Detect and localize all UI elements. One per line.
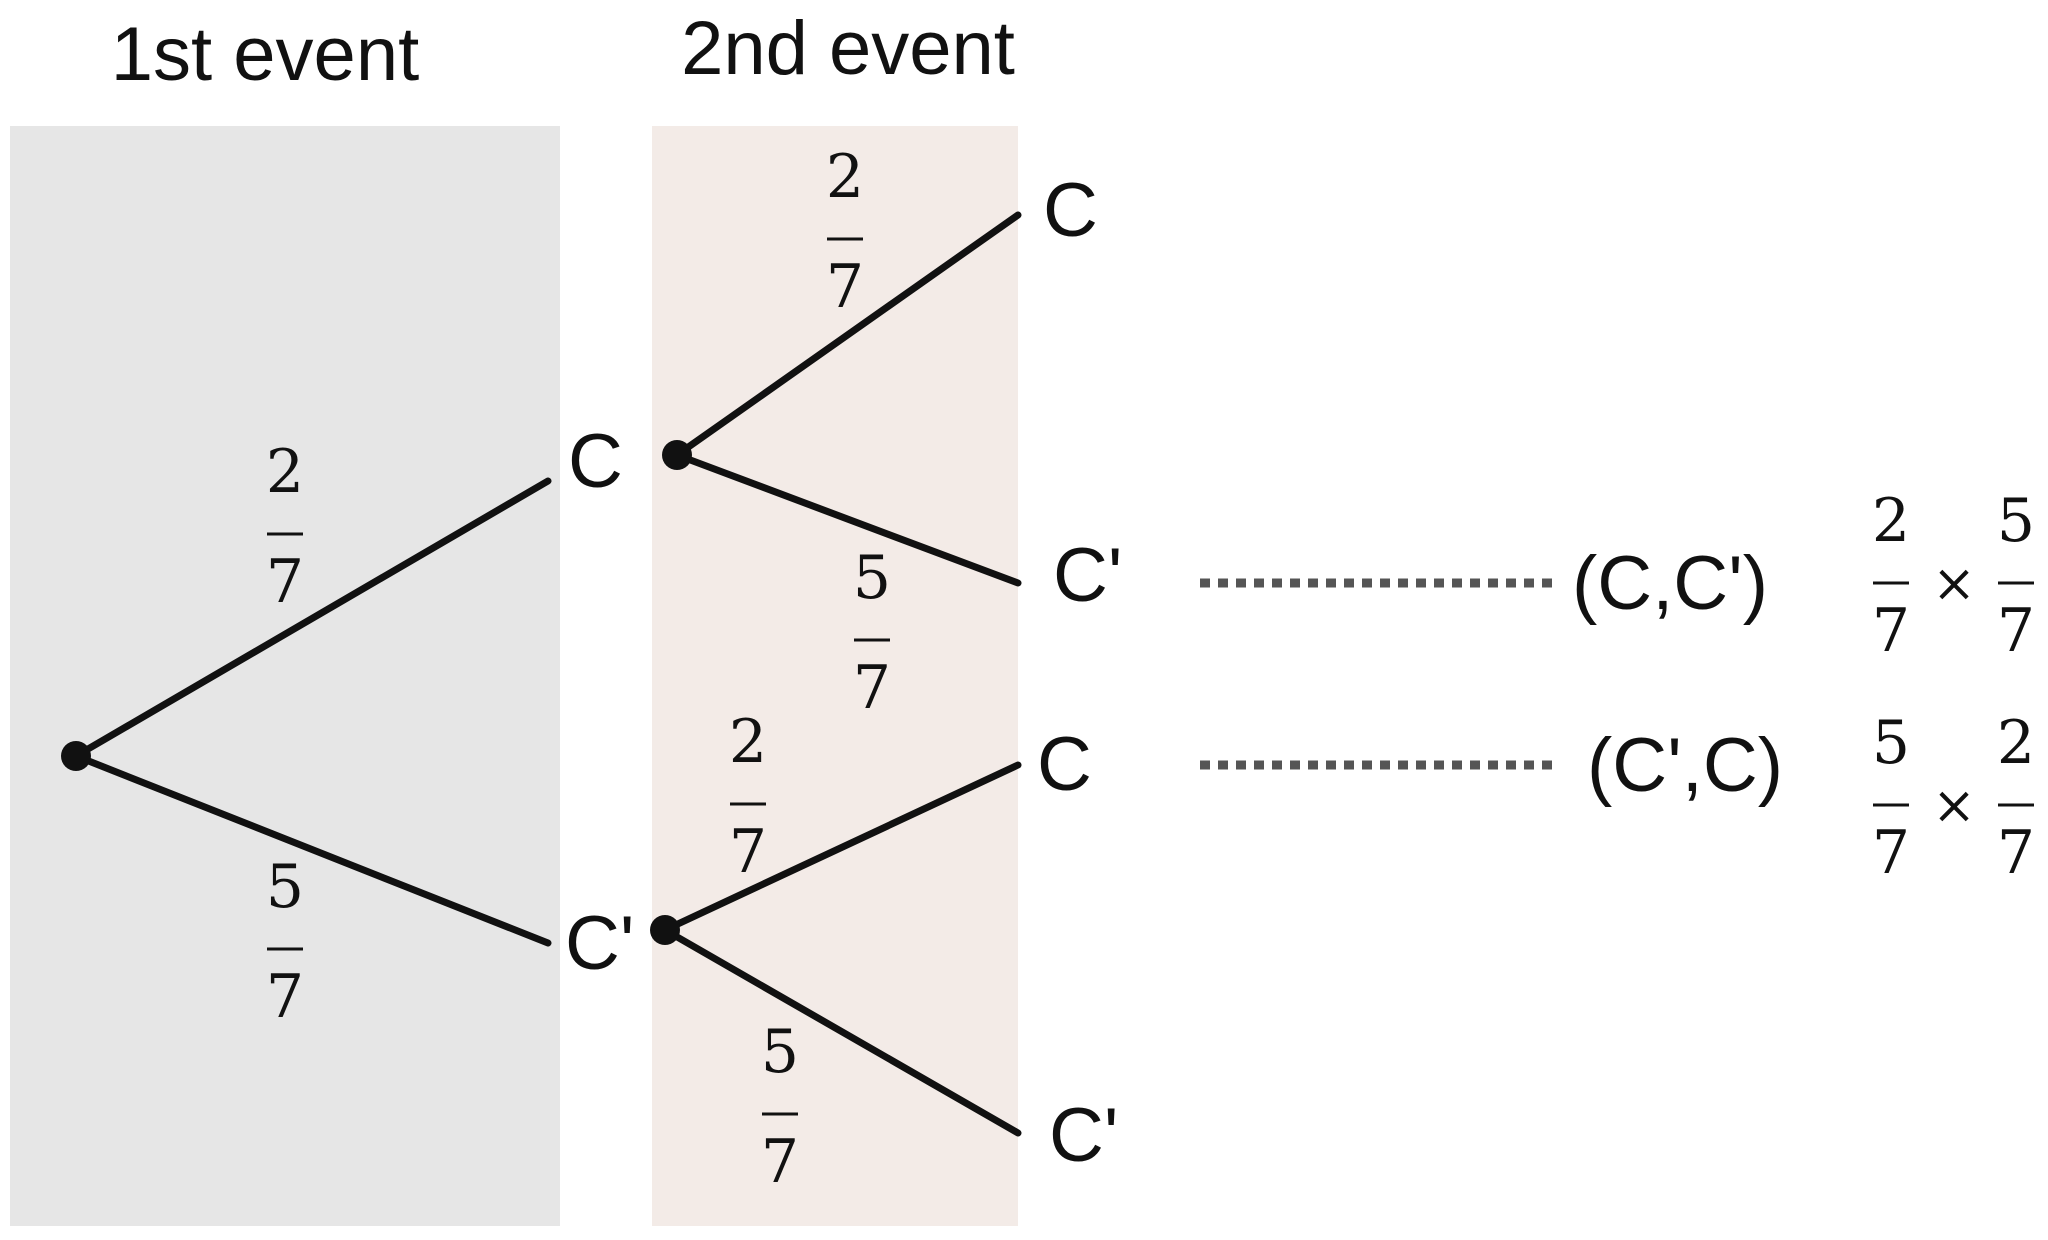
- prob-cprime-to-cprime: 5 7: [761, 1017, 799, 1197]
- leaf-c-cprime-label: C': [1053, 533, 1122, 618]
- second-event-panel: [652, 126, 1018, 1226]
- fraction-denominator: 7: [1997, 596, 2035, 666]
- fraction-numerator: 2: [729, 707, 767, 777]
- leaf-cprime-c-label: C: [1037, 722, 1092, 807]
- fraction-denominator: 7: [1872, 596, 1910, 666]
- branch-c-to-cprime: [673, 451, 1022, 587]
- fraction-numerator: 2: [1997, 708, 2035, 778]
- fraction-numerator: 2: [1872, 486, 1910, 556]
- fraction-numerator: 5: [266, 852, 304, 922]
- cprime-node: [650, 915, 680, 945]
- prob-root-to-c: 2 7: [266, 437, 304, 617]
- first-event-panel: [10, 126, 560, 1226]
- first-event-heading: 1st event: [111, 12, 419, 97]
- branch-cprime-to-cprime: [661, 926, 1022, 1137]
- fraction-denominator: 7: [853, 653, 891, 723]
- root-node: [61, 741, 91, 771]
- prob-c-to-cprime: 5 7: [853, 543, 891, 723]
- outcome-c-cprime: (C,C'): [1572, 541, 1768, 626]
- fraction-numerator: 2: [266, 437, 304, 507]
- branch-c-to-c: [673, 211, 1022, 459]
- branch-root-to-c: [72, 477, 552, 760]
- branch-root-to-cprime: [72, 752, 552, 947]
- second-event-heading: 2nd event: [681, 6, 1015, 91]
- fraction-denominator: 7: [729, 817, 767, 887]
- fraction-numerator: 5: [1872, 708, 1910, 778]
- fraction-denominator: 7: [266, 547, 304, 617]
- fraction-numerator: 5: [1997, 486, 2035, 556]
- leaf-c-c-label: C: [1043, 168, 1098, 253]
- level1-cprime-label: C': [565, 901, 634, 986]
- multiply-sign: ×: [1932, 554, 1976, 614]
- fraction-numerator: 2: [826, 142, 864, 212]
- fraction-denominator: 7: [1997, 818, 2035, 888]
- fraction-denominator: 7: [266, 962, 304, 1032]
- outcome-cprime-c: (C',C): [1587, 723, 1783, 808]
- c-node: [662, 440, 692, 470]
- fraction-numerator: 5: [853, 543, 891, 613]
- product-lower: 5 7 × 2 7: [1872, 708, 2035, 888]
- prob-c-to-c: 2 7: [826, 142, 864, 322]
- multiply-sign: ×: [1932, 776, 1976, 836]
- fraction-denominator: 7: [761, 1127, 799, 1197]
- prob-cprime-to-c: 2 7: [729, 707, 767, 887]
- fraction-numerator: 5: [761, 1017, 799, 1087]
- fraction-denominator: 7: [1872, 818, 1910, 888]
- fraction-denominator: 7: [826, 252, 864, 322]
- level1-c-label: C: [568, 419, 623, 504]
- branch-cprime-to-c: [661, 761, 1022, 934]
- product-upper: 2 7 × 5 7: [1872, 486, 2035, 666]
- prob-root-to-cprime: 5 7: [266, 852, 304, 1032]
- leaf-cprime-cprime-label: C': [1049, 1093, 1118, 1178]
